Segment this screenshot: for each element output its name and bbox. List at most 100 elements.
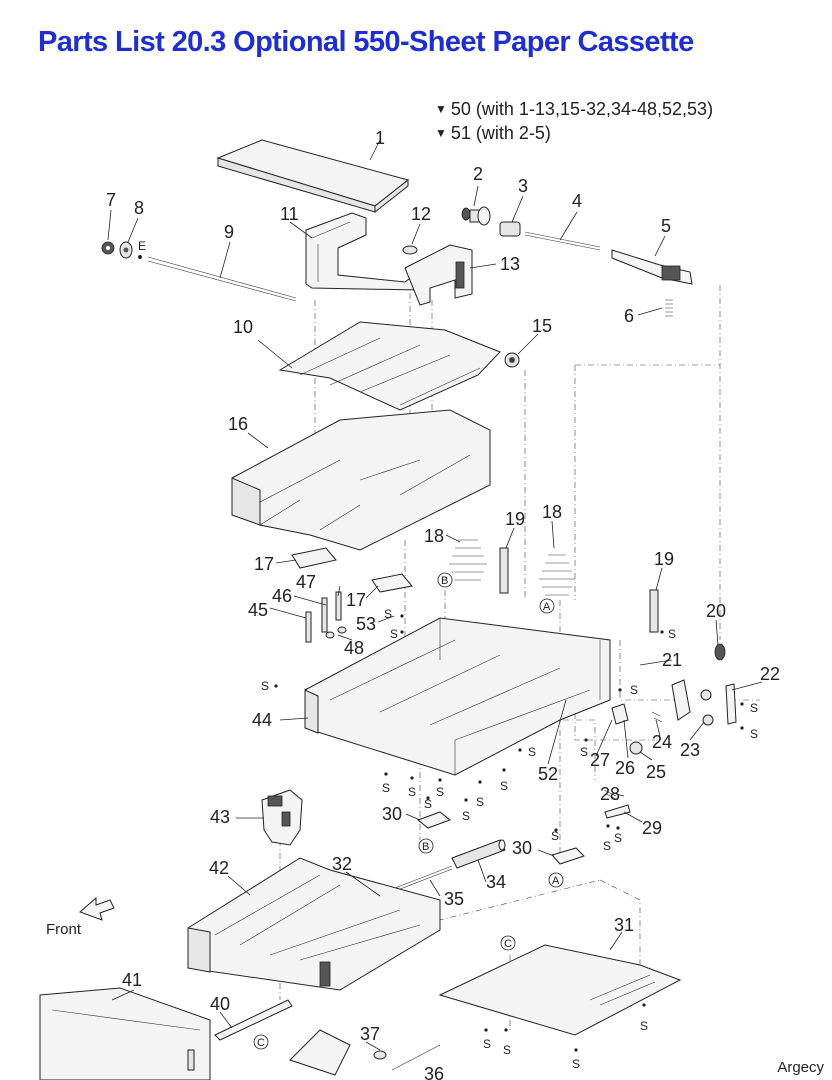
screw-label: S <box>603 839 611 853</box>
screw-label: S <box>614 831 622 845</box>
e-ring-label: E <box>138 239 146 253</box>
connector-markers: B A B A C C <box>253 572 564 1050</box>
callout-17a: 17 <box>254 554 274 574</box>
screw-label: S <box>750 701 758 715</box>
callout-5: 5 <box>661 216 671 236</box>
callout-12: 12 <box>411 204 431 224</box>
part-gear-15 <box>504 352 520 368</box>
footer-brand: Argecy <box>777 1059 824 1076</box>
callout-9: 9 <box>224 222 234 242</box>
callout-labels: 1 2 3 4 5 6 7 8 9 10 11 12 13 15 16 17 1… <box>106 128 780 1080</box>
part-roller-shaft <box>394 839 506 892</box>
connector-c-left: C <box>253 1034 269 1050</box>
callout-13: 13 <box>500 254 520 274</box>
screw-label: S <box>500 779 508 793</box>
connector-a-top: A <box>539 598 555 614</box>
callout-53: 53 <box>356 614 376 634</box>
screw-label: S <box>572 1057 580 1071</box>
kit-marker-icon: ▼ <box>435 126 447 140</box>
callout-6: 6 <box>624 306 634 326</box>
part-rail-40 <box>214 999 293 1041</box>
part-bracket-30a <box>416 811 452 829</box>
kit-note-51: ▼51 (with 2-5) <box>435 123 551 144</box>
screw-label: S <box>640 1019 648 1033</box>
callout-7: 7 <box>106 190 116 210</box>
callout-26: 26 <box>615 758 635 778</box>
screw-label: S <box>384 607 392 621</box>
screw-label: S <box>551 829 559 843</box>
svg-text:C: C <box>257 1037 265 1049</box>
part-spring-bracket <box>603 789 631 819</box>
callout-16: 16 <box>228 414 248 434</box>
screw-markers: S S S S S S S S S S S S S S S S S S S S … <box>261 607 758 1071</box>
part-lower-shaft <box>289 1029 441 1076</box>
connector-a-bottom: A <box>548 872 564 888</box>
callout-31: 31 <box>614 915 634 935</box>
callout-37: 37 <box>360 1024 380 1044</box>
screw-label: S <box>382 781 390 795</box>
callout-44: 44 <box>252 710 272 730</box>
part-block-19b <box>649 589 659 633</box>
screw-label: S <box>462 809 470 823</box>
callout-8: 8 <box>134 198 144 218</box>
svg-text:C: C <box>504 938 512 950</box>
callout-30a: 30 <box>382 804 402 824</box>
svg-text:A: A <box>552 875 560 887</box>
callout-11: 11 <box>280 204 299 224</box>
screw-label: S <box>436 785 444 799</box>
callout-19b: 19 <box>654 549 674 569</box>
callout-17b: 17 <box>346 590 366 610</box>
part-springs-18 <box>449 539 575 596</box>
callout-1: 1 <box>375 128 385 148</box>
callout-48: 48 <box>344 638 364 658</box>
callout-29: 29 <box>642 818 662 838</box>
screw-label: S <box>580 745 588 759</box>
callout-32: 32 <box>332 854 352 874</box>
screw-label: S <box>390 627 398 641</box>
part-right-side-components <box>611 643 737 755</box>
part-bottom-plate <box>438 944 682 1036</box>
callout-25: 25 <box>646 762 666 782</box>
callout-20: 20 <box>706 601 726 621</box>
part-cassette-lid <box>278 321 501 411</box>
screw-label: S <box>261 679 269 693</box>
callout-24: 24 <box>652 732 672 752</box>
callout-27: 27 <box>590 750 610 770</box>
svg-text:A: A <box>543 601 551 613</box>
callout-2: 2 <box>473 164 483 184</box>
callout-42: 42 <box>209 858 229 878</box>
screw-label: S <box>424 797 432 811</box>
callout-52: 52 <box>538 764 558 784</box>
part-levers-17 <box>291 547 413 593</box>
screw-label: S <box>750 727 758 741</box>
screw-label: S <box>630 683 638 697</box>
part-washer <box>402 245 418 255</box>
kit-text: 51 (with 2-5) <box>450 123 551 143</box>
callout-23: 23 <box>680 740 700 760</box>
screw-label: S <box>483 1037 491 1051</box>
part-guide-bracket <box>305 212 419 291</box>
part-bracket-30b <box>551 847 585 865</box>
screw-label: S <box>528 745 536 759</box>
part-main-frame <box>304 617 611 776</box>
callout-10: 10 <box>233 317 253 337</box>
part-block-19a <box>499 547 509 594</box>
front-arrow-icon <box>79 896 115 921</box>
part-cover-plate <box>216 139 410 214</box>
kit-text: 50 (with 1-13,15-32,34-48,52,53) <box>450 99 714 119</box>
front-label: Front <box>46 921 82 938</box>
callout-46: 46 <box>272 586 292 606</box>
part-cassette-body <box>187 857 441 991</box>
part-paper-tray <box>231 409 491 551</box>
part-small-clips <box>305 591 347 643</box>
svg-text:B: B <box>422 841 429 853</box>
screw-label: S <box>476 795 484 809</box>
kit-note-50: ▼50 (with 1-13,15-32,34-48,52,53) <box>435 99 713 120</box>
callout-21: 21 <box>662 650 682 670</box>
screw-label: S <box>668 627 676 641</box>
callout-28: 28 <box>600 784 620 804</box>
callout-3: 3 <box>518 176 528 196</box>
callout-22: 22 <box>760 664 780 684</box>
callout-36: 36 <box>424 1064 444 1080</box>
connector-b-bottom: B <box>418 838 434 854</box>
